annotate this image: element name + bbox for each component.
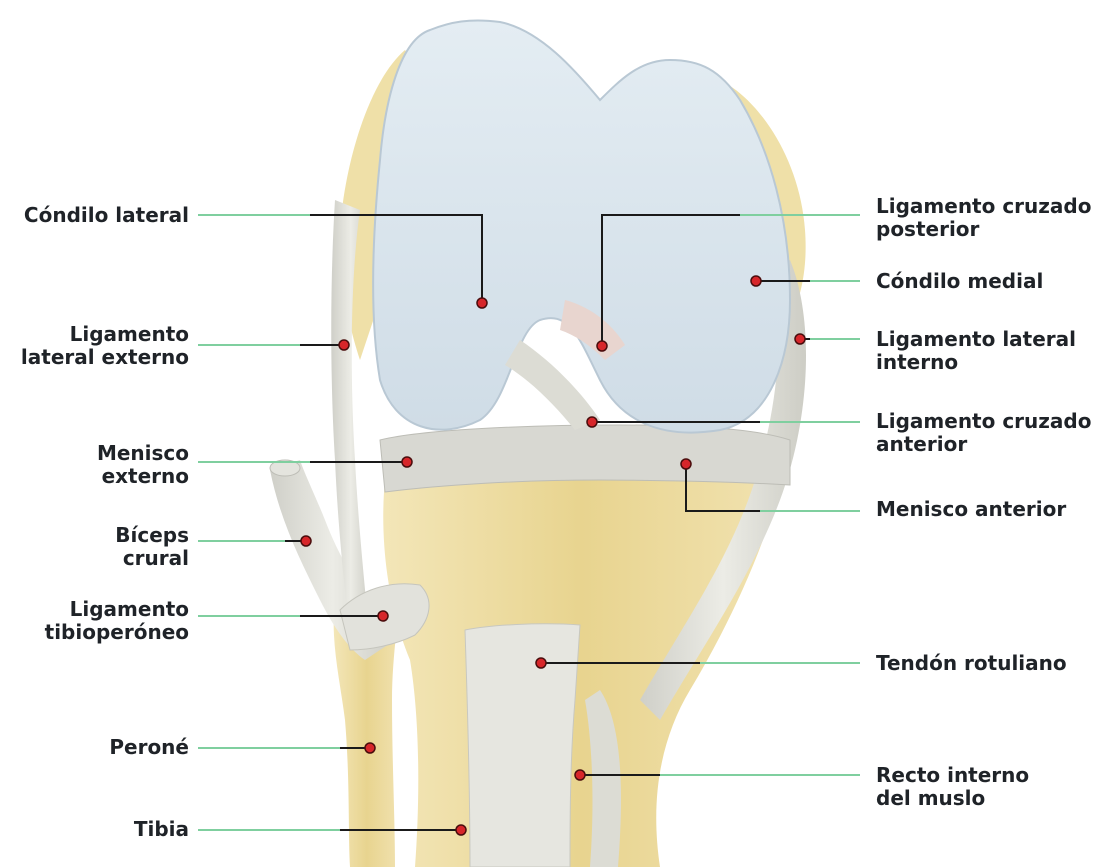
- label-tibia: Tibia: [134, 818, 189, 841]
- label-condilo-lateral: Cóndilo lateral: [24, 204, 189, 227]
- label-text: Cóndilo medial: [876, 270, 1043, 293]
- point-biceps-crural: [301, 536, 311, 546]
- label-perone: Peroné: [109, 736, 189, 759]
- point-tibia: [456, 825, 466, 835]
- point-ligamento-cruzado-posterior: [597, 341, 607, 351]
- label-text-line2: tibioperóneo: [45, 621, 189, 644]
- label-text: Cóndilo lateral: [24, 204, 189, 227]
- label-text-line1: Ligamento: [21, 323, 189, 346]
- label-text: Menisco anterior: [876, 498, 1066, 521]
- femoral-condyles: [373, 20, 790, 432]
- cruciate-anterior: [505, 340, 600, 430]
- label-recto-interno-muslo: Recto interno del muslo: [876, 764, 1029, 810]
- label-text: Tibia: [134, 818, 189, 841]
- point-ligamento-lateral-externo: [339, 340, 349, 350]
- label-menisco-externo: Menisco externo: [97, 442, 189, 488]
- label-tendon-rotuliano: Tendón rotuliano: [876, 652, 1067, 675]
- label-biceps-crural: Bíceps crural: [115, 524, 189, 570]
- patellar-tendon: [465, 624, 580, 867]
- point-menisco-externo: [402, 457, 412, 467]
- label-text-line1: Recto interno: [876, 764, 1029, 787]
- label-text-line2: del muslo: [876, 787, 1029, 810]
- label-ligamento-cruzado-anterior: Ligamento cruzado anterior: [876, 410, 1091, 456]
- point-recto-interno: [575, 770, 585, 780]
- point-tendon-rotuliano: [536, 658, 546, 668]
- label-condilo-medial: Cóndilo medial: [876, 270, 1043, 293]
- label-text-line2: externo: [97, 465, 189, 488]
- point-menisco-anterior: [681, 459, 691, 469]
- label-text-line2: lateral externo: [21, 346, 189, 369]
- label-ligamento-lateral-interno: Ligamento lateral interno: [876, 328, 1076, 374]
- point-ligamento-tibioperoneo: [378, 611, 388, 621]
- label-text: Tendón rotuliano: [876, 652, 1067, 675]
- label-ligamento-cruzado-posterior: Ligamento cruzado posterior: [876, 195, 1091, 241]
- label-ligamento-lateral-externo: Ligamento lateral externo: [21, 323, 189, 369]
- label-text-line2: interno: [876, 351, 1076, 374]
- label-text-line1: Menisco: [97, 442, 189, 465]
- label-text-line2: anterior: [876, 433, 1091, 456]
- tibia-head: [383, 470, 780, 867]
- label-text-line1: Bíceps: [115, 524, 189, 547]
- point-ligamento-lateral-interno: [795, 334, 805, 344]
- label-text-line2: posterior: [876, 218, 1091, 241]
- label-text-line1: Ligamento lateral: [876, 328, 1076, 351]
- point-ligamento-cruzado-anterior: [587, 417, 597, 427]
- label-text-line1: Ligamento cruzado: [876, 410, 1091, 433]
- label-text-line2: crural: [115, 547, 189, 570]
- point-condilo-lateral: [477, 298, 487, 308]
- point-condilo-medial: [751, 276, 761, 286]
- label-ligamento-tibioperoneo: Ligamento tibioperóneo: [45, 598, 189, 644]
- label-text: Peroné: [109, 736, 189, 759]
- label-text-line1: Ligamento: [45, 598, 189, 621]
- point-perone: [365, 743, 375, 753]
- label-text-line1: Ligamento cruzado: [876, 195, 1091, 218]
- label-menisco-anterior: Menisco anterior: [876, 498, 1066, 521]
